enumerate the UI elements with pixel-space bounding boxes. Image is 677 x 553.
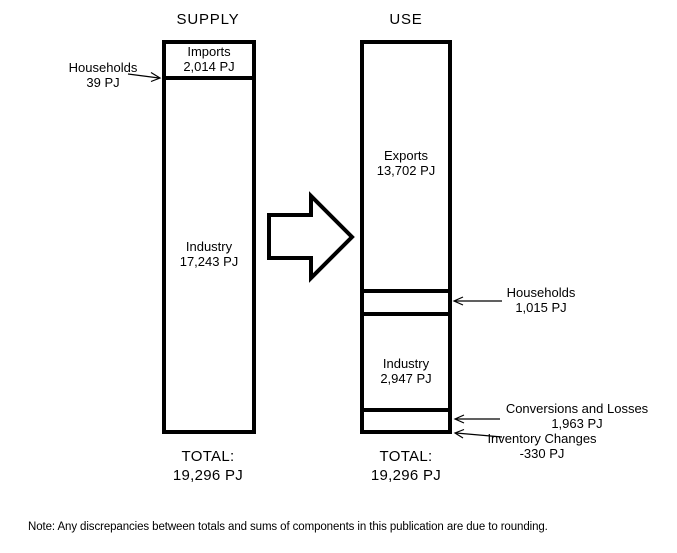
supply-households-value: 39 PJ (86, 74, 120, 90)
use-bar (360, 40, 452, 434)
rounding-note: Note: Any discrepancies between totals a… (28, 521, 548, 533)
flow-arrow-icon (267, 191, 355, 283)
use-total-value: 19,296 PJ (370, 466, 442, 484)
use-households-industry-divider (360, 312, 452, 316)
use-total-label: TOTAL: (379, 448, 433, 465)
use-households-value: 1,015 PJ (515, 299, 567, 315)
use-exports-value: 13,702 PJ (376, 162, 436, 178)
supply-bar (162, 40, 256, 434)
use-industry-name: Industry (382, 356, 430, 371)
use-inventory-label: Inventory Changes -330 PJ (459, 431, 625, 461)
supply-column-title: SUPPLY (176, 11, 240, 28)
use-exports-households-divider (360, 289, 452, 293)
supply-industry-name: Industry (185, 239, 233, 254)
use-households-name: Households (506, 285, 576, 300)
supply-imports-name: Imports (187, 44, 231, 59)
supply-imports-industry-divider (162, 76, 256, 80)
supply-households-label: Households 39 PJ (44, 60, 162, 90)
use-industry-value: 2,947 PJ (380, 370, 432, 386)
use-industry-conversions-divider (360, 408, 452, 412)
supply-total-label: TOTAL: (181, 448, 235, 465)
supply-households-name: Households (68, 60, 138, 75)
use-total: TOTAL: 19,296 PJ (351, 448, 461, 485)
supply-imports-segment-label: Imports 2,014 PJ (162, 44, 256, 74)
supply-industry-segment-label: Industry 17,243 PJ (162, 239, 256, 269)
use-inventory-name: Inventory Changes (487, 431, 597, 446)
supply-total: TOTAL: 19,296 PJ (153, 448, 263, 485)
use-exports-segment-label: Exports 13,702 PJ (360, 148, 452, 178)
use-conversions-label: Conversions and Losses 1,963 PJ (494, 401, 660, 431)
supply-imports-value: 2,014 PJ (183, 58, 235, 74)
supply-total-value: 19,296 PJ (172, 466, 244, 484)
supply-industry-value: 17,243 PJ (179, 253, 239, 269)
use-conversions-value: 1,963 PJ (551, 415, 603, 431)
use-industry-segment-label: Industry 2,947 PJ (360, 356, 452, 386)
use-households-label: Households 1,015 PJ (482, 285, 600, 315)
use-column-title: USE (389, 11, 423, 28)
use-exports-name: Exports (383, 148, 429, 163)
use-conversions-name: Conversions and Losses (505, 401, 649, 416)
use-inventory-value: -330 PJ (519, 445, 565, 461)
